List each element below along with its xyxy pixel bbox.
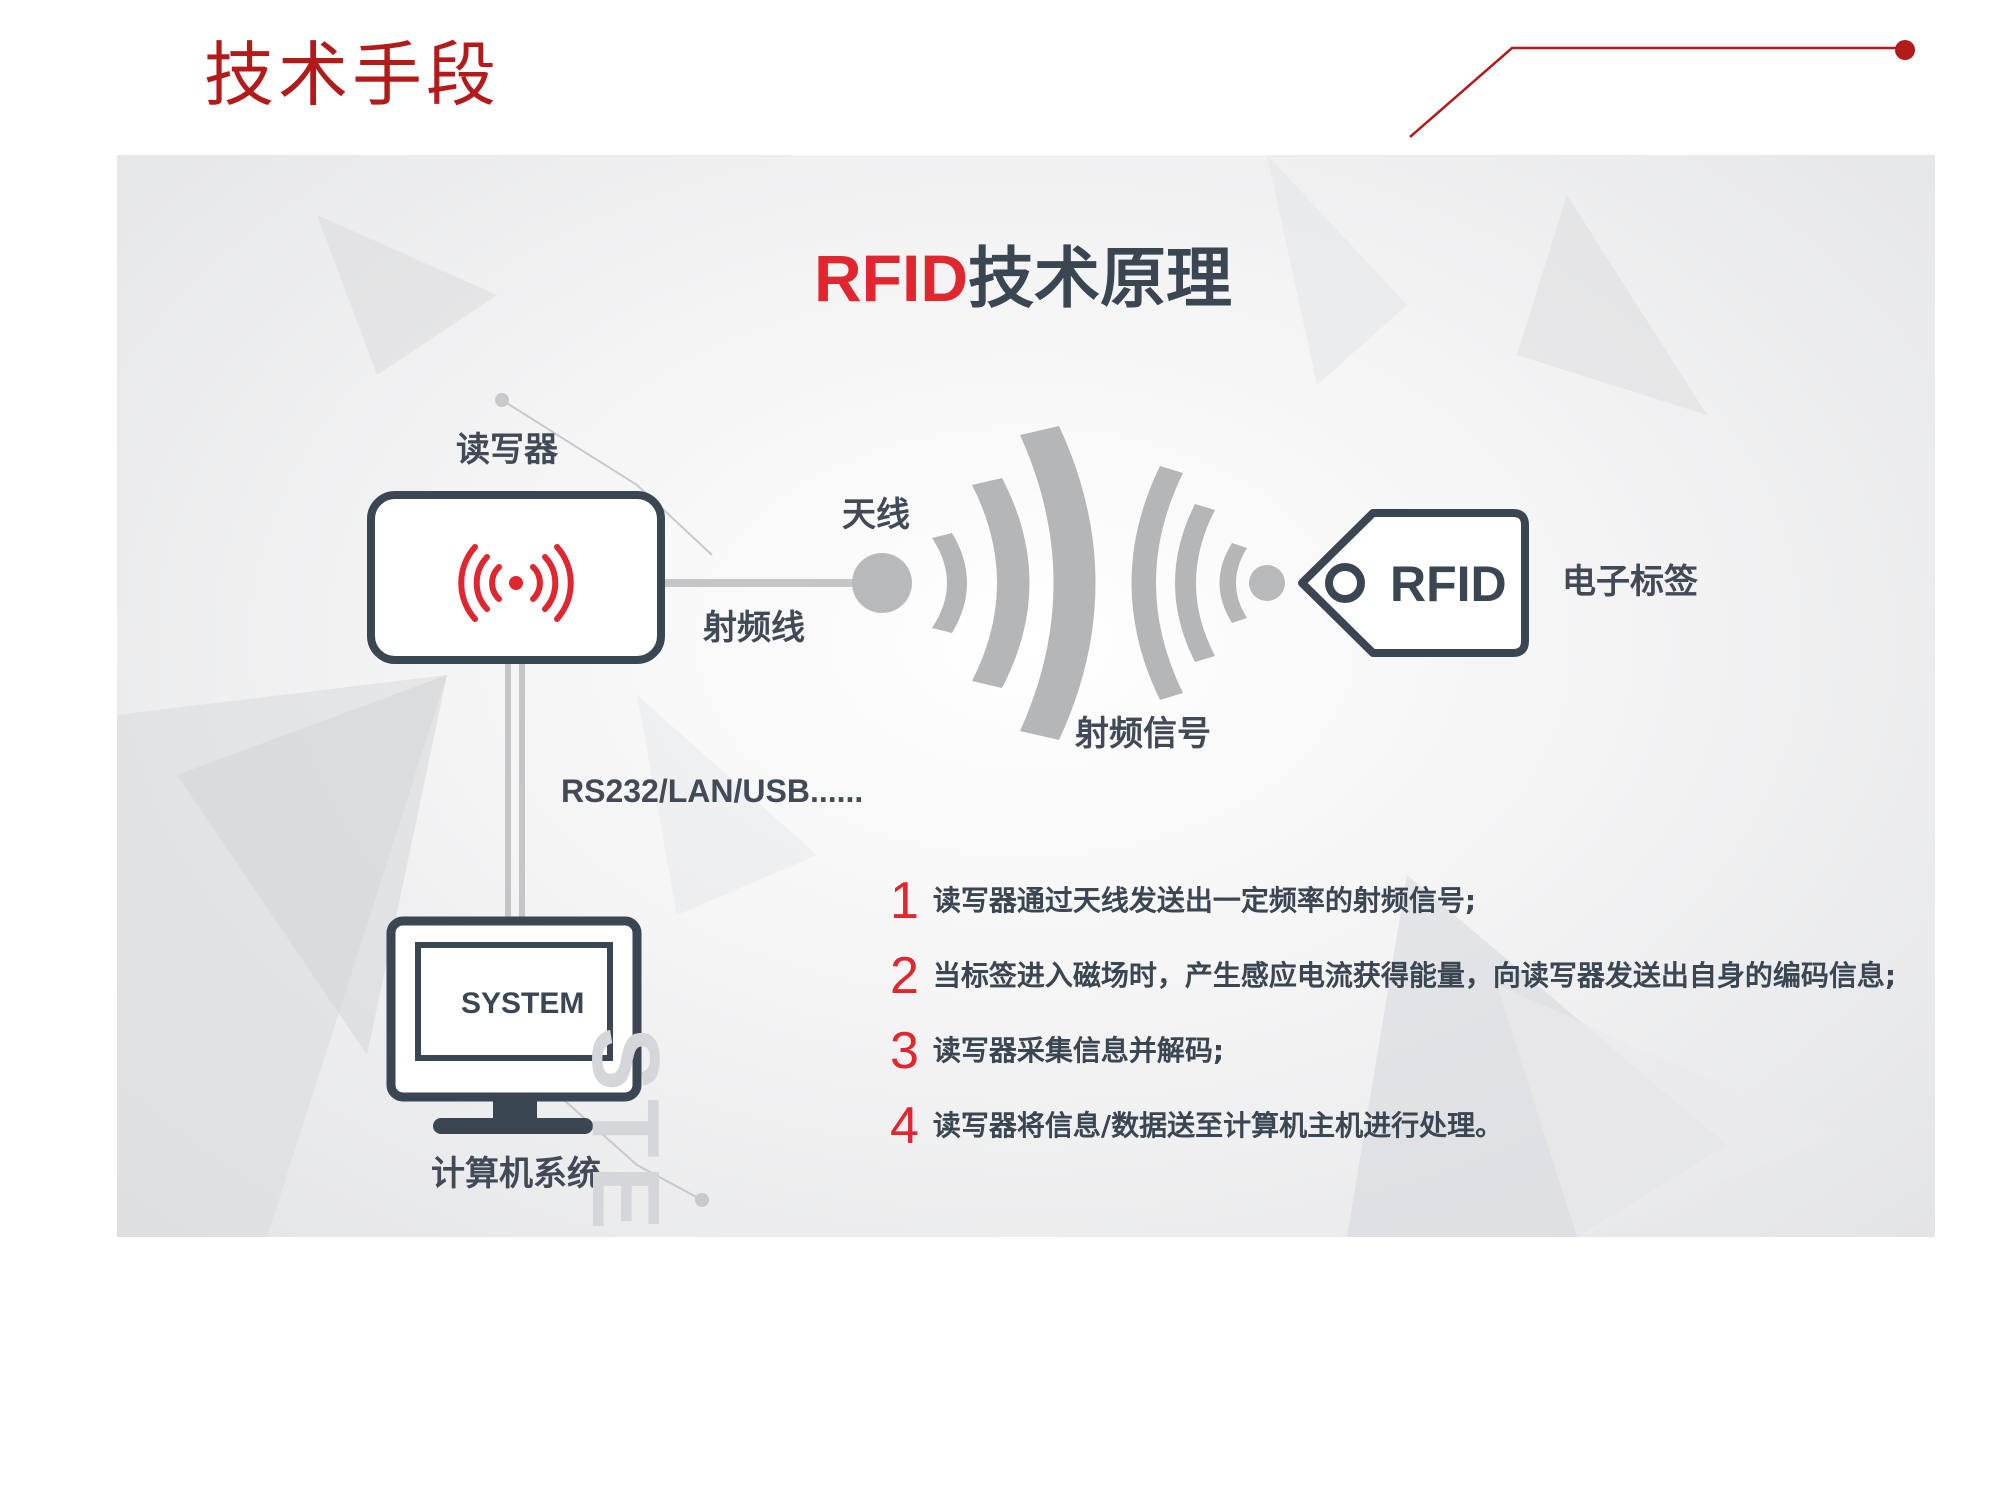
- interface-label: RS232/LAN/USB......: [561, 773, 864, 809]
- monitor-stand: [433, 1118, 593, 1134]
- step-text: 当标签进入磁场时，产生感应电流获得能量，向读写器发送出自身的编码信息;: [932, 959, 1897, 992]
- diagram-title: RFID技术原理: [814, 245, 1232, 312]
- step-number: 2: [890, 947, 919, 1005]
- monitor-screen: [415, 942, 613, 1061]
- rf-waves-incoming: [1131, 466, 1247, 700]
- step-number: 1: [890, 872, 919, 930]
- page-title: 技术手段: [204, 34, 500, 116]
- step-number: 3: [890, 1022, 919, 1080]
- system-screen-text: SYSTEM: [461, 987, 585, 1020]
- reader-signal-icon: [458, 544, 574, 622]
- tag-label: 电子标签: [1562, 562, 1698, 602]
- corner-decoration: [1409, 40, 1915, 138]
- monitor-neck: [493, 1100, 537, 1120]
- tag-hole-icon: [1325, 563, 1365, 603]
- rfid-tag-shape: [1298, 509, 1529, 657]
- computer-label: 计算机系统: [431, 1154, 601, 1194]
- step-item-1: 1 读写器通过天线发送出一定频率的射频信号;: [890, 875, 1476, 927]
- step-watermark: STEP: [572, 1027, 679, 1237]
- diagram-title-rfid: RFID: [814, 241, 968, 315]
- antenna-label: 天线: [842, 495, 910, 535]
- background-facets: [117, 155, 1837, 1237]
- reader-label: 读写器: [456, 430, 558, 470]
- rf-signal-label: 射频信号: [1075, 714, 1211, 754]
- step-item-2: 2 当标签进入磁场时，产生感应电流获得能量，向读写器发送出自身的编码信息;: [890, 950, 1896, 1002]
- tag-antenna-node: [1249, 565, 1285, 601]
- diagram-graphics: [117, 155, 1837, 1237]
- step-item-3: 3 读写器采集信息并解码;: [890, 1025, 1224, 1077]
- rf-waves-outgoing: [932, 426, 1096, 740]
- step-item-4: 4 读写器将信息/数据送至计算机主机进行处理。: [890, 1100, 1503, 1152]
- tag-text: RFID: [1390, 556, 1507, 612]
- step-text: 读写器通过天线发送出一定频率的射频信号;: [932, 884, 1477, 917]
- antenna-node: [852, 553, 912, 613]
- step-number: 4: [890, 1097, 919, 1155]
- step-text: 读写器将信息/数据送至计算机主机进行处理。: [932, 1109, 1504, 1142]
- rfid-diagram-panel: RFID技术原理 读写器 天线 射频线 射频信号 RFID 电子标签 RS232…: [117, 155, 1935, 1237]
- step-text: 读写器采集信息并解码;: [932, 1034, 1225, 1067]
- diagram-title-rest: 技术原理: [967, 240, 1232, 317]
- rf-cable-label: 射频线: [703, 608, 805, 648]
